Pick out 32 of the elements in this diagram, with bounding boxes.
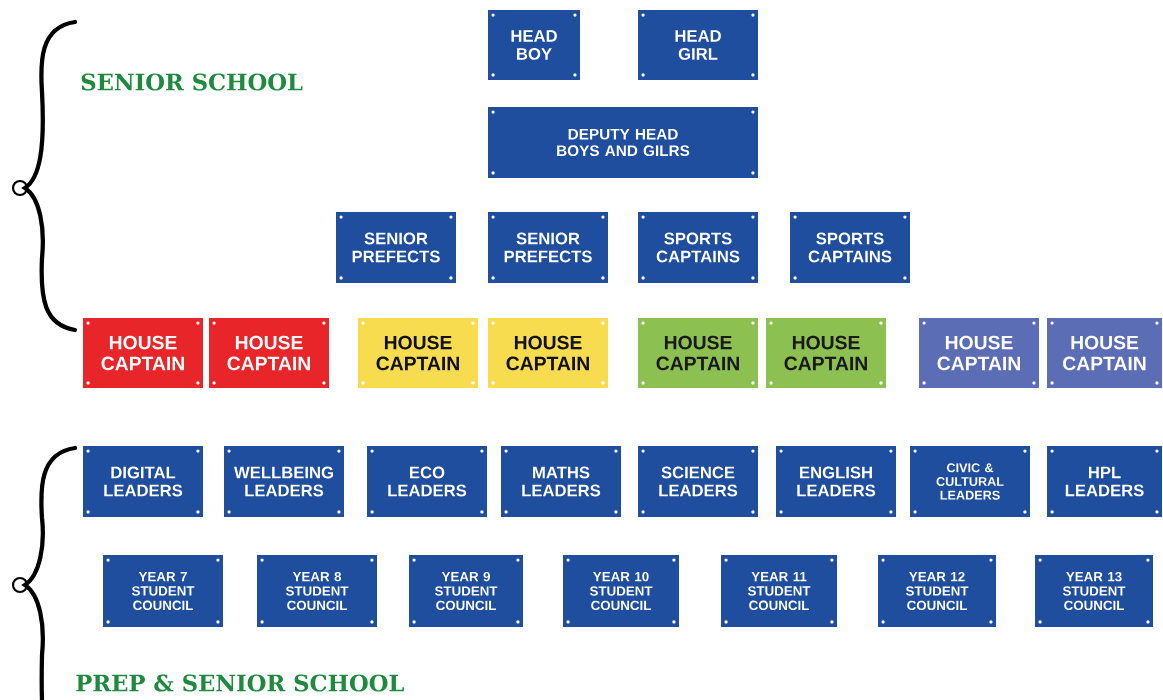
council-box: YEAR 12 STUDENT COUNCIL (878, 555, 996, 627)
leaders-box: WELLBEING LEADERS (224, 446, 344, 517)
leaders-box: CIVIC & CULTURAL LEADERS (910, 446, 1030, 517)
leaders-box: HPL LEADERS (1047, 446, 1162, 517)
house-captain-box: HOUSE CAPTAIN (766, 318, 886, 388)
council-box: YEAR 10 STUDENT COUNCIL (563, 555, 679, 627)
house-captain-box: HOUSE CAPTAIN (488, 318, 608, 388)
council-box: YEAR 13 STUDENT COUNCIL (1035, 555, 1153, 627)
house-captain-box: HOUSE CAPTAIN (638, 318, 758, 388)
house-captain-box: HOUSE CAPTAIN (209, 318, 329, 388)
council-box: YEAR 7 STUDENT COUNCIL (103, 555, 223, 627)
leaders-box: MATHS LEADERS (501, 446, 621, 517)
council-box: YEAR 8 STUDENT COUNCIL (257, 555, 377, 627)
leaders-box: ECO LEADERS (367, 446, 487, 517)
role-box: SPORTS CAPTAINS (790, 212, 910, 283)
leaders-box: SCIENCE LEADERS (638, 446, 758, 517)
house-captain-box: HOUSE CAPTAIN (358, 318, 478, 388)
role-box: SENIOR PREFECTS (488, 212, 608, 283)
council-box: YEAR 11 STUDENT COUNCIL (721, 555, 837, 627)
council-box: YEAR 9 STUDENT COUNCIL (409, 555, 523, 627)
role-box: SPORTS CAPTAINS (638, 212, 758, 283)
role-box: SENIOR PREFECTS (336, 212, 456, 283)
section-label: SENIOR SCHOOL (81, 73, 303, 91)
house-captain-box: HOUSE CAPTAIN (83, 318, 203, 388)
house-captain-box: HOUSE CAPTAIN (919, 318, 1039, 388)
section-label: PREP & SENIOR SCHOOL (76, 674, 404, 692)
role-box: HEAD GIRL (638, 10, 758, 80)
leaders-box: ENGLISH LEADERS (776, 446, 896, 517)
role-box: HEAD BOY (488, 10, 580, 80)
leaders-box: DIGITAL LEADERS (83, 446, 203, 517)
house-captain-box: HOUSE CAPTAIN (1047, 318, 1162, 388)
role-box: DEPUTY HEAD BOYS AND GILRS (488, 107, 758, 178)
